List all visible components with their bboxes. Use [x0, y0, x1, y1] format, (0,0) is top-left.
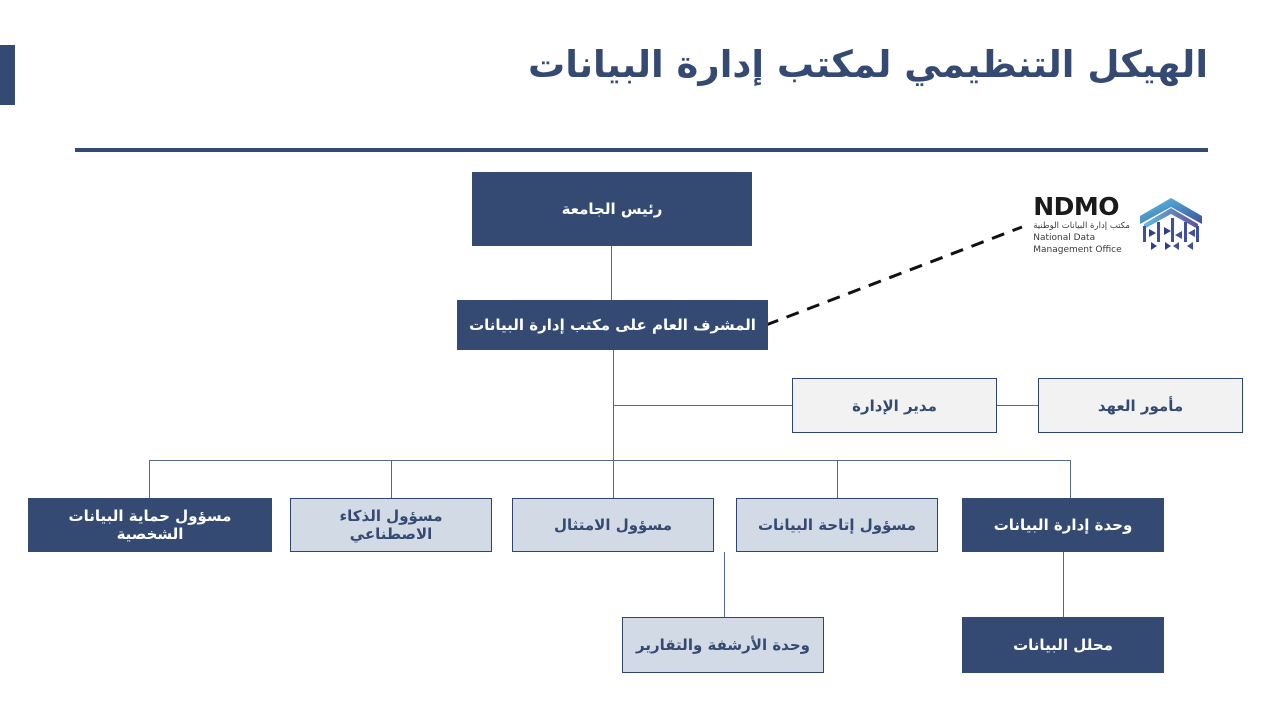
node-general-supervisor[interactable]: المشرف العام على مكتب إدارة البيانات [457, 300, 768, 350]
ndmo-english-line-2: Management Office [1033, 244, 1122, 255]
connector-drop-data-availability [837, 460, 838, 498]
ndmo-mark-icon [1140, 198, 1202, 250]
node-personal-data-protection-officer[interactable]: مسؤول حماية البيانات الشخصية [28, 498, 272, 552]
node-archiving-reports-unit[interactable]: وحدة الأرشفة والتقارير [622, 617, 824, 673]
connector-drop-compliance [613, 460, 614, 498]
ndmo-english-line-1: National Data [1033, 232, 1096, 243]
node-ai-officer[interactable]: مسؤول الذكاء الاصطناعي [290, 498, 492, 552]
ndmo-logo: NDMO مكتب إدارة البيانات الوطنية Nationa… [1018, 186, 1204, 264]
left-accent-bar [0, 45, 15, 105]
dashed-connector-to-ndmo [765, 225, 1023, 327]
node-data-analyst[interactable]: محلل البيانات [962, 617, 1164, 673]
connector-drop-ai-officer [391, 460, 392, 498]
connector-horizontal-bus [149, 460, 1070, 461]
connector-drop-data-management-unit [1070, 460, 1071, 498]
ndmo-arabic-name: مكتب إدارة البيانات الوطنية [1033, 221, 1130, 232]
title-divider [75, 148, 1208, 152]
connector-drop-personal-data-protection [149, 460, 150, 498]
node-admin-manager[interactable]: مدير الإدارة [792, 378, 997, 433]
connector-admin-manager-to-custodian [996, 405, 1038, 406]
node-compliance-officer[interactable]: مسؤول الامتثال [512, 498, 714, 552]
node-data-availability-officer[interactable]: مسؤول إتاحة البيانات [736, 498, 938, 552]
node-president[interactable]: رئيس الجامعة [472, 172, 752, 246]
connector-trunk-to-admin-manager [613, 405, 793, 406]
connector-compliance-to-archiving [724, 552, 725, 617]
node-data-management-unit[interactable]: وحدة إدارة البيانات [962, 498, 1164, 552]
node-custodian[interactable]: مأمور العهد [1038, 378, 1243, 433]
page-title: الهيكل التنظيمي لمكتب إدارة البيانات [528, 43, 1208, 86]
connector-dmu-to-data-analyst [1063, 552, 1064, 617]
ndmo-wordmark: NDMO [1033, 192, 1120, 222]
connector-president-to-supervisor [611, 246, 612, 300]
